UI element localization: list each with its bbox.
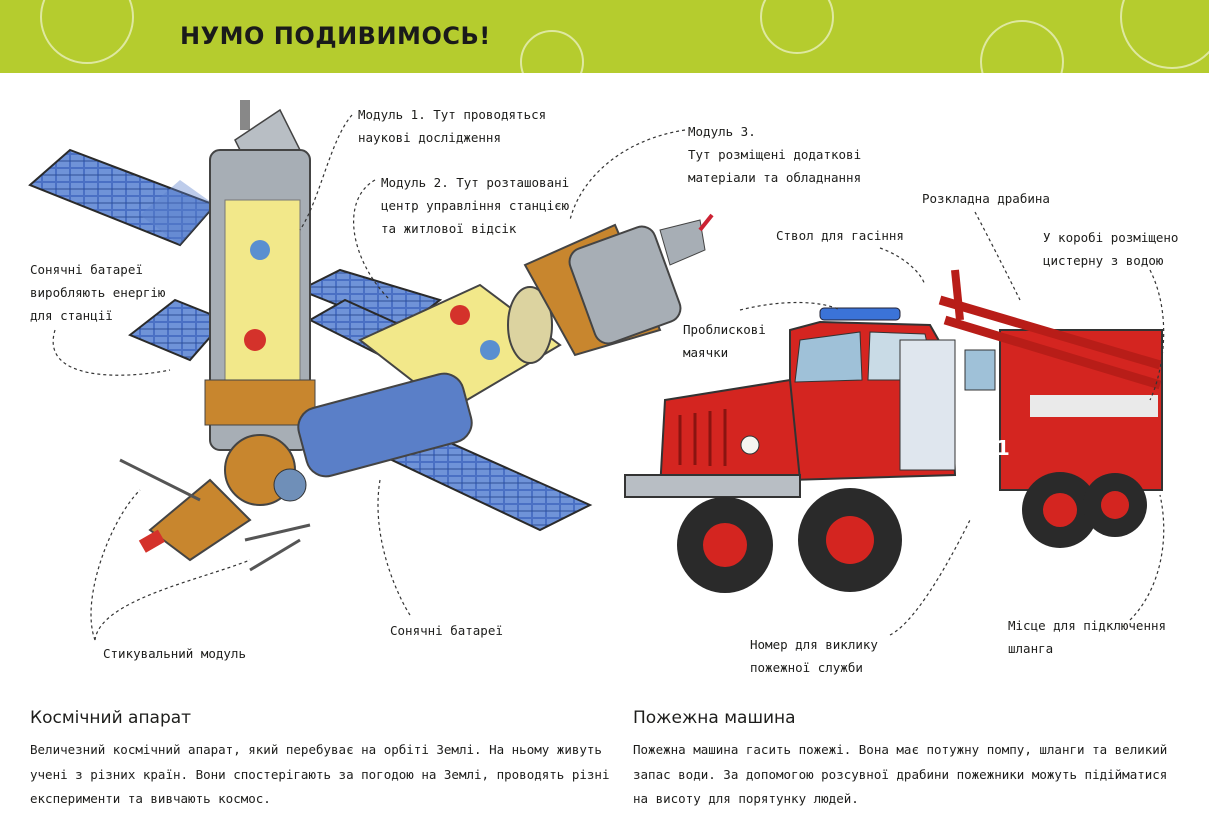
wheels bbox=[677, 472, 1147, 593]
docking-module bbox=[119, 458, 311, 572]
label-solar-panels-left: Сонячні батареї виробляють енергію для с… bbox=[30, 262, 166, 323]
station-section-title: Космічний апарат bbox=[30, 708, 192, 728]
label-docking-module: Стикувальний модуль bbox=[103, 646, 246, 661]
header-banner: НУМО ПОДИВИМОСЬ! bbox=[0, 0, 1209, 73]
plate-number: 101 bbox=[968, 436, 1010, 460]
space-station-illustration bbox=[28, 100, 714, 641]
label-module-1: Модуль 1. Тут проводяться наукові дослід… bbox=[358, 107, 547, 145]
page-title: НУМО ПОДИВИМОСЬ! bbox=[180, 22, 491, 50]
label-module-3: Модуль 3. Тут розміщені додаткові матері… bbox=[688, 124, 862, 185]
label-solar-panels-bottom: Сонячні батареї bbox=[390, 623, 503, 638]
label-module-2: Модуль 2. Тут розташовані центр управлін… bbox=[381, 175, 570, 236]
fire-truck-illustration: 101 bbox=[624, 211, 1165, 636]
label-emergency-number: Номер для виклику пожежної служби bbox=[750, 637, 878, 675]
beacons bbox=[819, 307, 901, 321]
station-leader-lines bbox=[52, 114, 686, 641]
label-nozzle: Ствол для гасіння bbox=[776, 228, 904, 243]
solar-panel-upper-left bbox=[28, 148, 217, 247]
label-beacons: Проблискові маячки bbox=[683, 322, 766, 360]
ladder bbox=[938, 269, 1162, 390]
truck-leader-lines bbox=[739, 211, 1165, 636]
label-water-tank: У коробі розміщено цистерну з водою bbox=[1043, 230, 1179, 268]
station-hub bbox=[224, 372, 473, 506]
truck-section-text: Пожежна машина гасить пожежі. Вона має п… bbox=[633, 742, 1168, 806]
module-1 bbox=[204, 100, 316, 451]
bumper bbox=[624, 474, 801, 498]
label-hose-connection: Місце для підключення шланга bbox=[1008, 618, 1167, 656]
label-ladder: Розкладна драбина bbox=[922, 191, 1050, 206]
truck-section-title: Пожежна машина bbox=[633, 708, 796, 728]
station-section-text: Величезний космічний апарат, який перебу… bbox=[30, 742, 610, 806]
module-3 bbox=[523, 213, 714, 357]
